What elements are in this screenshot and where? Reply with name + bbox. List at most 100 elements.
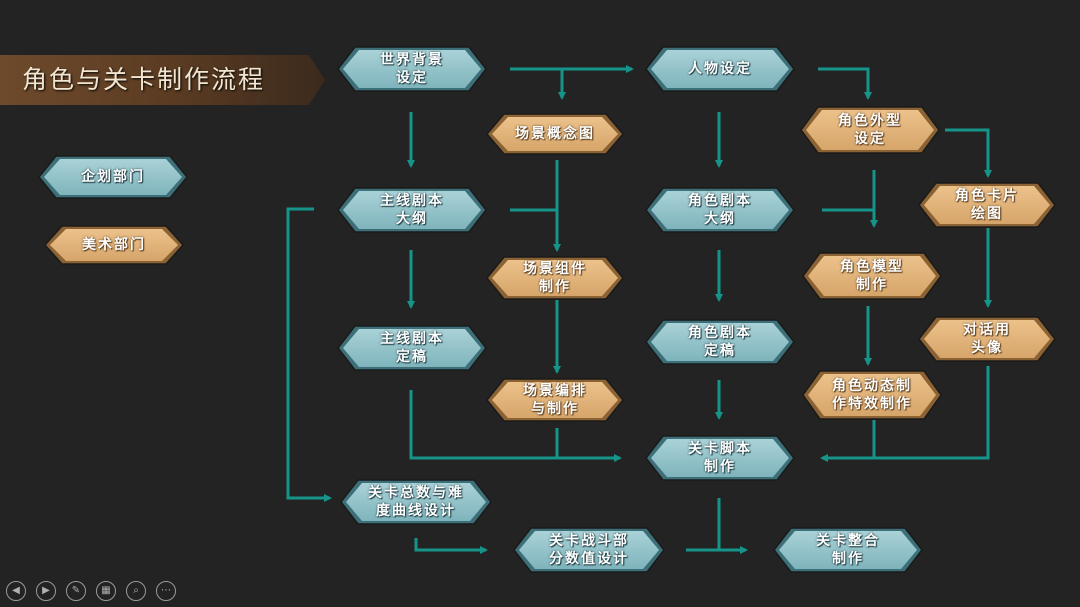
node-label-line2: 作特效制作 xyxy=(832,396,912,412)
node-world-setting: 世界背景设定 xyxy=(337,46,487,92)
node-label-line1: 角色模型 xyxy=(840,259,904,275)
node-character-look: 角色外型设定 xyxy=(800,106,940,154)
node-label-line1: 关卡战斗部 xyxy=(549,533,629,549)
node-label-line2: 大纲 xyxy=(704,211,736,227)
node-scene-layout: 场景编排与制作 xyxy=(486,378,624,422)
node-label-line1: 关卡整合 xyxy=(816,533,880,549)
node-label: 角色模型制作 xyxy=(802,252,942,300)
node-label-line2: 定稿 xyxy=(704,343,736,359)
node-shape xyxy=(802,252,942,300)
page-title: 角色与关卡制作流程 xyxy=(22,65,266,94)
node-label-line2: 制作 xyxy=(856,277,888,293)
node-shape xyxy=(918,182,1056,228)
node-label-line1: 角色动态制 xyxy=(832,378,912,394)
arrow-main-final-to-script xyxy=(409,390,622,462)
node-main-script-final: 主线剧本定稿 xyxy=(337,325,487,371)
node-label: 场景概念图 xyxy=(486,113,624,155)
node-level-script: 关卡脚本制作 xyxy=(645,435,795,481)
node-label-line1: 关卡脚本 xyxy=(688,441,752,457)
node-label: 角色外型设定 xyxy=(800,106,940,154)
node-shape xyxy=(513,527,665,573)
node-label: 角色动态制作特效制作 xyxy=(802,370,942,420)
node-label: 角色卡片绘图 xyxy=(918,182,1056,228)
node-label-line2: 制作 xyxy=(704,459,736,475)
node-label-line1: 角色卡片 xyxy=(955,188,1019,204)
legend-label: 美术部门 xyxy=(82,237,146,253)
node-label-line2: 头像 xyxy=(971,340,1003,356)
node-label-line1: 角色剧本 xyxy=(688,325,752,341)
node-label-line1: 对话用 xyxy=(963,322,1011,338)
node-shape xyxy=(645,187,795,233)
node-label-line1: 主线剧本 xyxy=(380,193,444,209)
node-character-model: 角色模型制作 xyxy=(802,252,942,300)
arrow-difficulty-to-battle xyxy=(414,538,488,554)
node-label-line1: 场景概念图 xyxy=(515,126,595,142)
legend-label: 企划部门 xyxy=(81,169,145,185)
node-label-line2: 绘图 xyxy=(971,206,1003,222)
node-label-line2: 设定 xyxy=(396,70,428,86)
node-label: 角色剧本大纲 xyxy=(645,187,795,233)
node-label-line2: 与制作 xyxy=(531,401,579,417)
node-shape xyxy=(645,319,795,365)
node-main-script-outline: 主线剧本大纲 xyxy=(337,187,487,233)
node-shape xyxy=(486,113,624,155)
pen-icon[interactable]: ✎ xyxy=(66,581,86,601)
node-char-animation: 角色动态制作特效制作 xyxy=(802,370,942,420)
node-level-difficulty: 关卡总数与难度曲线设计 xyxy=(340,479,492,525)
node-shape xyxy=(44,225,184,265)
node-label: 角色剧本定稿 xyxy=(645,319,795,365)
slides-icon[interactable]: ▦ xyxy=(96,581,116,601)
zoom-icon[interactable]: ⌕ xyxy=(126,581,146,601)
node-level-battle: 关卡战斗部分数值设计 xyxy=(513,527,665,573)
node-dialog-portrait: 对话用头像 xyxy=(918,316,1056,362)
node-label: 世界背景设定 xyxy=(337,46,487,92)
node-label-line2: 设定 xyxy=(854,131,886,147)
node-label: 美术部门 xyxy=(44,225,184,265)
arrow-portrait-to-script xyxy=(820,366,990,462)
node-label-line2: 分数值设计 xyxy=(549,551,629,567)
node-label-line2: 制作 xyxy=(832,551,864,567)
node-label-line1: 人物设定 xyxy=(688,61,752,77)
node-label: 主线剧本定稿 xyxy=(337,325,487,371)
node-label: 关卡总数与难度曲线设计 xyxy=(340,479,492,525)
node-shape xyxy=(337,46,487,92)
node-label: 场景编排与制作 xyxy=(486,378,624,422)
node-label-line1: 场景编排 xyxy=(523,383,587,399)
legend-art-department: 美术部门 xyxy=(44,225,184,265)
node-label-line2: 制作 xyxy=(539,279,571,295)
node-shape xyxy=(486,256,624,300)
node-label-line1: 关卡总数与难 xyxy=(368,485,464,501)
next-icon[interactable]: ▶ xyxy=(36,581,56,601)
node-shape xyxy=(645,435,795,481)
node-label: 关卡脚本制作 xyxy=(645,435,795,481)
legend-planning-department: 企划部门 xyxy=(38,155,188,199)
node-label-line1: 角色外型 xyxy=(838,113,902,129)
prev-icon[interactable]: ◀ xyxy=(6,581,26,601)
node-label-line2: 度曲线设计 xyxy=(376,503,456,519)
arrow-main-outline-to-difficulty xyxy=(286,207,332,502)
node-label: 对话用头像 xyxy=(918,316,1056,362)
node-character-setting: 人物设定 xyxy=(645,46,795,92)
node-shape xyxy=(340,479,492,525)
node-label-line2: 大纲 xyxy=(396,211,428,227)
arrow-character-to-look xyxy=(818,67,872,100)
node-label: 关卡整合制作 xyxy=(773,527,923,573)
node-shape xyxy=(773,527,923,573)
node-shape xyxy=(645,46,795,92)
node-scene-components: 场景组件制作 xyxy=(486,256,624,300)
node-shape xyxy=(337,325,487,371)
node-shape xyxy=(800,106,940,154)
node-shape xyxy=(38,155,188,199)
node-label: 人物设定 xyxy=(645,46,795,92)
node-label-line1: 角色剧本 xyxy=(688,193,752,209)
more-icon[interactable]: ⋯ xyxy=(156,581,176,601)
node-char-script-outline: 角色剧本大纲 xyxy=(645,187,795,233)
node-shape xyxy=(918,316,1056,362)
node-shape xyxy=(486,378,624,422)
node-label-line1: 主线剧本 xyxy=(380,331,444,347)
title-banner xyxy=(0,55,325,105)
node-shape xyxy=(337,187,487,233)
node-scene-concept: 场景概念图 xyxy=(486,113,624,155)
node-label-line1: 世界背景 xyxy=(380,52,444,68)
